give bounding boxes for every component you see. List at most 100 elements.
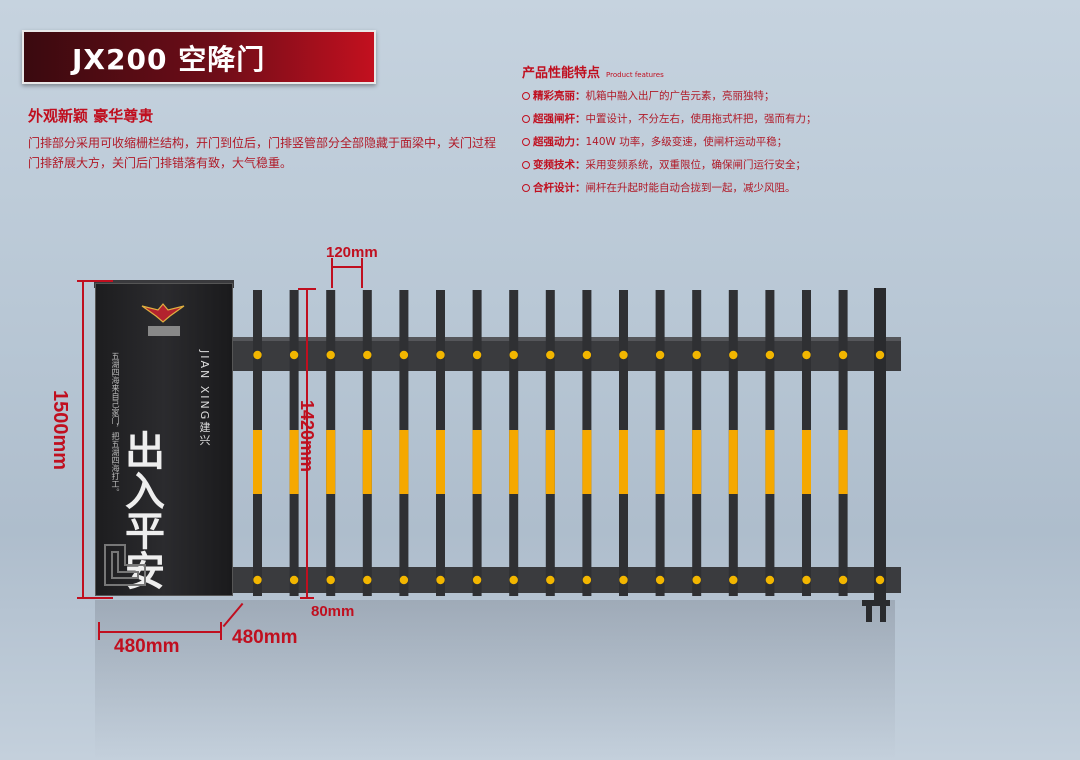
bar-stripe <box>362 430 372 494</box>
dim-cabinet-width: 480mm <box>114 636 180 657</box>
bar-stripe <box>802 430 811 494</box>
bolt-icon <box>472 350 482 360</box>
bar-stripe <box>399 430 409 494</box>
feature-label: 超强闸杆： <box>533 113 586 125</box>
dim-line <box>220 622 222 640</box>
bar-stripe <box>253 430 262 494</box>
bar-stripe <box>582 430 592 494</box>
bolt-icon <box>729 350 738 360</box>
dim-line <box>77 280 113 282</box>
dim-line <box>98 622 100 640</box>
feature-text: 140W 功率，多级变速，使闸杆运动平稳； <box>585 136 788 148</box>
dim-line <box>306 288 308 598</box>
bolt-icon <box>838 575 848 585</box>
feature-text: 机箱中融入出厂的广告元素，亮丽独特； <box>585 90 775 102</box>
cabinet-poem: 五湖四海来自己家门，把五湖四海打工。 <box>111 352 120 496</box>
top-beam <box>233 337 901 371</box>
dim-line <box>98 631 220 633</box>
bolt-icon <box>692 575 701 585</box>
dim-line <box>331 258 333 288</box>
bar-stripe <box>509 430 519 494</box>
bolt-icon <box>399 575 409 585</box>
feature-label: 精彩亮丽： <box>533 90 586 102</box>
dim-line <box>361 258 363 288</box>
dim-line <box>300 597 314 599</box>
bolt-icon <box>509 575 518 585</box>
subtitle: 外观新颖 豪华尊贵 <box>28 107 154 125</box>
features-heading-text: 产品性能特点 <box>522 66 601 81</box>
bar-stripe <box>545 430 555 494</box>
feature-label: 超强动力： <box>533 136 586 148</box>
dim-bar-spacing: 120mm <box>326 244 378 261</box>
bolt-icon <box>436 575 445 585</box>
bolt-icon <box>692 350 701 360</box>
wing-emblem-icon <box>141 303 185 323</box>
bar-stripe <box>436 430 445 494</box>
feature-text: 采用变频系统，双重限位，确保闸门运行安全； <box>585 159 807 171</box>
bar-stripe <box>472 430 482 494</box>
bullet-icon <box>522 115 530 123</box>
top-beam-highlight <box>233 337 901 341</box>
title-banner: JX200 空降门 <box>22 30 376 84</box>
bolt-icon <box>363 575 372 585</box>
bolt-icon <box>472 575 482 585</box>
bar-stripe <box>692 430 702 494</box>
bottom-beam <box>233 567 901 593</box>
bolt-icon <box>765 575 775 585</box>
bolt-icon <box>546 575 555 585</box>
feature-label: 合杆设计： <box>533 182 586 194</box>
bolt-icon <box>655 350 665 360</box>
page-title: JX200 空降门 <box>72 43 266 76</box>
bullet-icon <box>522 184 530 192</box>
bolt-icon <box>655 575 665 585</box>
bolt-icon <box>875 350 885 360</box>
bolt-icon <box>436 350 445 360</box>
feature-item: 精彩亮丽：机箱中融入出厂的广告元素，亮丽独特； <box>522 88 775 103</box>
description: 门排部分采用可收缩栅栏结构，开门到位后，门排竖管部分全部隐藏于面梁中，关门过程门… <box>28 136 497 170</box>
bar-stripe <box>289 430 299 494</box>
bar-stripe <box>765 430 775 494</box>
pattern-ornament-icon <box>104 544 146 586</box>
feature-item: 变频技术：采用变频系统，双重限位，确保闸门运行安全； <box>522 157 806 172</box>
feature-text: 中置设计，不分左右，使用拖式杆把，强而有力； <box>585 113 817 125</box>
bar-stripe <box>619 430 628 494</box>
floor-reflection <box>95 600 895 760</box>
bolt-icon <box>582 350 592 360</box>
end-wheel <box>866 606 872 622</box>
bolt-icon <box>729 575 738 585</box>
dim-line <box>77 597 113 599</box>
bolt-icon <box>619 575 628 585</box>
bolt-icon <box>253 350 262 360</box>
features-heading: 产品性能特点 Product features <box>522 62 664 81</box>
bullet-icon <box>522 138 530 146</box>
feature-label: 变频技术： <box>533 159 586 171</box>
bolt-icon <box>546 350 555 360</box>
bolt-icon <box>509 350 518 360</box>
features-heading-en: Product features <box>606 71 664 79</box>
bolt-icon <box>289 575 299 585</box>
bolt-icon <box>363 350 372 360</box>
bolt-icon <box>619 350 628 360</box>
bolt-icon <box>875 575 885 585</box>
bar-stripe <box>326 430 336 494</box>
bar-stripe <box>655 430 665 494</box>
bolt-icon <box>326 575 335 585</box>
dim-cabinet-depth: 480mm <box>232 627 298 648</box>
bolt-icon <box>582 575 592 585</box>
dim-bottom-gap: 80mm <box>311 603 355 620</box>
end-wheel <box>880 606 886 622</box>
feature-item: 超强闸杆：中置设计，不分左右，使用拖式杆把，强而有力； <box>522 111 817 126</box>
bullet-icon <box>522 161 530 169</box>
dim-line <box>298 288 316 290</box>
end-post <box>874 288 886 604</box>
end-foot <box>862 600 890 606</box>
bolt-icon <box>289 350 299 360</box>
bolt-icon <box>399 350 409 360</box>
feature-item: 合杆设计：闸杆在升起时能自动合拢到一起，减少风阻。 <box>522 180 796 195</box>
dim-line <box>82 280 84 598</box>
bolt-icon <box>765 350 775 360</box>
bolt-icon <box>802 575 811 585</box>
bar-stripe <box>728 430 738 494</box>
bolt-icon <box>326 350 335 360</box>
name-plate <box>148 326 180 336</box>
